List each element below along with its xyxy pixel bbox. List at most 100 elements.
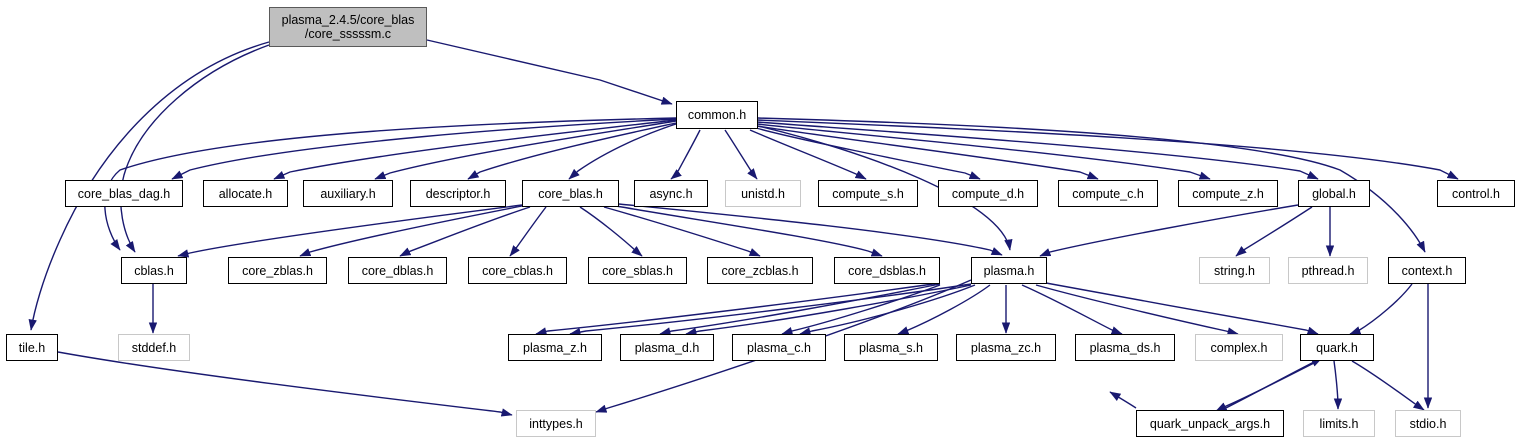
node-quark_unpack[interactable]: quark_unpack_args.h (1136, 410, 1284, 437)
node-string[interactable]: string.h (1199, 257, 1270, 284)
node-quark[interactable]: quark.h (1300, 334, 1374, 361)
edge-global-to-string (1235, 206, 1313, 257)
node-core_dblas[interactable]: core_dblas.h (348, 257, 447, 284)
node-label-quark_unpack: quark_unpack_args.h (1149, 416, 1271, 431)
node-plasma_d[interactable]: plasma_d.h (620, 334, 714, 361)
node-label-root: plasma_2.4.5/core_blas /core_sssssm.c (281, 13, 415, 41)
node-cblas[interactable]: cblas.h (121, 257, 187, 284)
edge-core_blas-to-plasma (618, 203, 1003, 256)
node-label-stddef: stddef.h (131, 340, 177, 355)
node-label-core_sblas: core_sblas.h (602, 263, 673, 278)
node-complex[interactable]: complex.h (1195, 334, 1283, 361)
node-plasma_z[interactable]: plasma_z.h (508, 334, 602, 361)
node-label-auxiliary: auxiliary.h (320, 186, 376, 201)
node-label-inttypes: inttypes.h (529, 416, 583, 431)
node-core_dsblas[interactable]: core_dsblas.h (834, 257, 940, 284)
edge-common-to-async (670, 129, 701, 180)
node-common[interactable]: common.h (676, 101, 758, 129)
node-compute_s[interactable]: compute_s.h (818, 180, 918, 207)
node-label-pthread: pthread.h (1301, 263, 1355, 278)
node-stddef[interactable]: stddef.h (118, 334, 190, 361)
node-label-core_zblas: core_zblas.h (242, 263, 313, 278)
node-label-plasma_z: plasma_z.h (523, 340, 587, 355)
edge-plasma-to-plasma_c (799, 284, 976, 336)
node-global[interactable]: global.h (1298, 180, 1370, 207)
node-plasma[interactable]: plasma.h (971, 257, 1047, 284)
node-root[interactable]: plasma_2.4.5/core_blas /core_sssssm.c (269, 7, 427, 47)
node-label-core_zcblas: core_zcblas.h (721, 263, 799, 278)
edge-common-to-compute_d (755, 127, 981, 180)
node-descriptor[interactable]: descriptor.h (410, 180, 506, 207)
node-label-control: control.h (1452, 186, 1500, 201)
edge-plasma-to-quark (1045, 282, 1319, 335)
edge-core_blas-to-core_dblas (399, 206, 531, 257)
node-label-core_cblas: core_cblas.h (482, 263, 553, 278)
node-label-compute_s: compute_s.h (832, 186, 904, 201)
edge-root-to-common (426, 39, 673, 105)
node-core_zcblas[interactable]: core_zcblas.h (707, 257, 813, 284)
edge-core_blas-to-cblas (177, 204, 523, 258)
node-pthread[interactable]: pthread.h (1288, 257, 1368, 284)
edge-core_blas-to-core_cblas (509, 206, 547, 257)
edge-core_blas-to-core_sblas (579, 206, 643, 257)
node-label-core_blas_dag: core_blas_dag.h (77, 186, 171, 201)
node-label-plasma: plasma.h (983, 263, 1035, 278)
node-control[interactable]: control.h (1437, 180, 1515, 207)
edge-quark_unpack-to-plasma (1109, 391, 1137, 409)
node-allocate[interactable]: allocate.h (203, 180, 288, 207)
node-auxiliary[interactable]: auxiliary.h (303, 180, 393, 207)
node-label-plasma_zc: plasma_zc.h (970, 340, 1042, 355)
node-async[interactable]: async.h (634, 180, 708, 207)
edge-common-to-compute_s (749, 129, 867, 180)
node-core_blas_dag[interactable]: core_blas_dag.h (65, 180, 183, 207)
node-limits[interactable]: limits.h (1303, 410, 1375, 437)
node-unistd[interactable]: unistd.h (725, 180, 801, 207)
node-plasma_c[interactable]: plasma_c.h (732, 334, 826, 361)
edge-plasma-to-plasma_d (685, 284, 972, 336)
node-core_blas[interactable]: core_blas.h (522, 180, 619, 207)
node-label-global: global.h (1312, 186, 1356, 201)
edge-plasma-to-complex (1035, 284, 1239, 336)
edge-quark-to-stdio (1351, 360, 1425, 411)
node-inttypes[interactable]: inttypes.h (516, 410, 596, 437)
edge-common-to-allocate (273, 119, 677, 180)
edge-core_blas-to-core_zblas (299, 205, 523, 257)
node-plasma_s[interactable]: plasma_s.h (844, 334, 938, 361)
edge-common-to-control (756, 119, 1459, 180)
node-compute_z[interactable]: compute_z.h (1178, 180, 1278, 207)
node-label-core_dsblas: core_dsblas.h (848, 263, 926, 278)
edge-common-to-core_blas_dag (171, 118, 677, 180)
edge-common-to-auxiliary (374, 120, 677, 180)
node-core_cblas[interactable]: core_cblas.h (468, 257, 567, 284)
edge-common-to-core_blas (568, 123, 677, 180)
node-tile[interactable]: tile.h (6, 334, 58, 361)
node-compute_c[interactable]: compute_c.h (1058, 180, 1158, 207)
edges-layer (28, 39, 1459, 417)
edge-core_blas-to-core_zcblas (603, 206, 761, 257)
node-label-compute_d: compute_d.h (951, 186, 1025, 201)
node-context[interactable]: context.h (1388, 257, 1466, 284)
node-label-descriptor: descriptor.h (425, 186, 491, 201)
node-core_sblas[interactable]: core_sblas.h (588, 257, 687, 284)
node-compute_d[interactable]: compute_d.h (938, 180, 1038, 207)
node-label-compute_z: compute_z.h (1192, 186, 1264, 201)
node-plasma_ds[interactable]: plasma_ds.h (1075, 334, 1175, 361)
node-label-quark: quark.h (1316, 340, 1358, 355)
node-label-core_blas: core_blas.h (538, 186, 603, 201)
node-label-plasma_d: plasma_d.h (634, 340, 700, 355)
node-label-compute_c: compute_c.h (1072, 186, 1144, 201)
node-stdio[interactable]: stdio.h (1395, 410, 1461, 437)
node-label-plasma_c: plasma_c.h (747, 340, 811, 355)
node-label-core_dblas: core_dblas.h (361, 263, 434, 278)
node-label-context: context.h (1401, 263, 1453, 278)
edge-tile-to-inttypes (57, 351, 513, 417)
node-label-allocate: allocate.h (218, 186, 273, 201)
node-label-limits: limits.h (1319, 416, 1359, 431)
edge-common-to-context (757, 117, 1426, 253)
edge-common-to-plasma (757, 125, 1013, 251)
edge-global-to-plasma (1039, 204, 1299, 257)
node-plasma_zc[interactable]: plasma_zc.h (956, 334, 1056, 361)
edge-plasma-to-plasma_z (569, 283, 972, 337)
node-core_zblas[interactable]: core_zblas.h (228, 257, 327, 284)
